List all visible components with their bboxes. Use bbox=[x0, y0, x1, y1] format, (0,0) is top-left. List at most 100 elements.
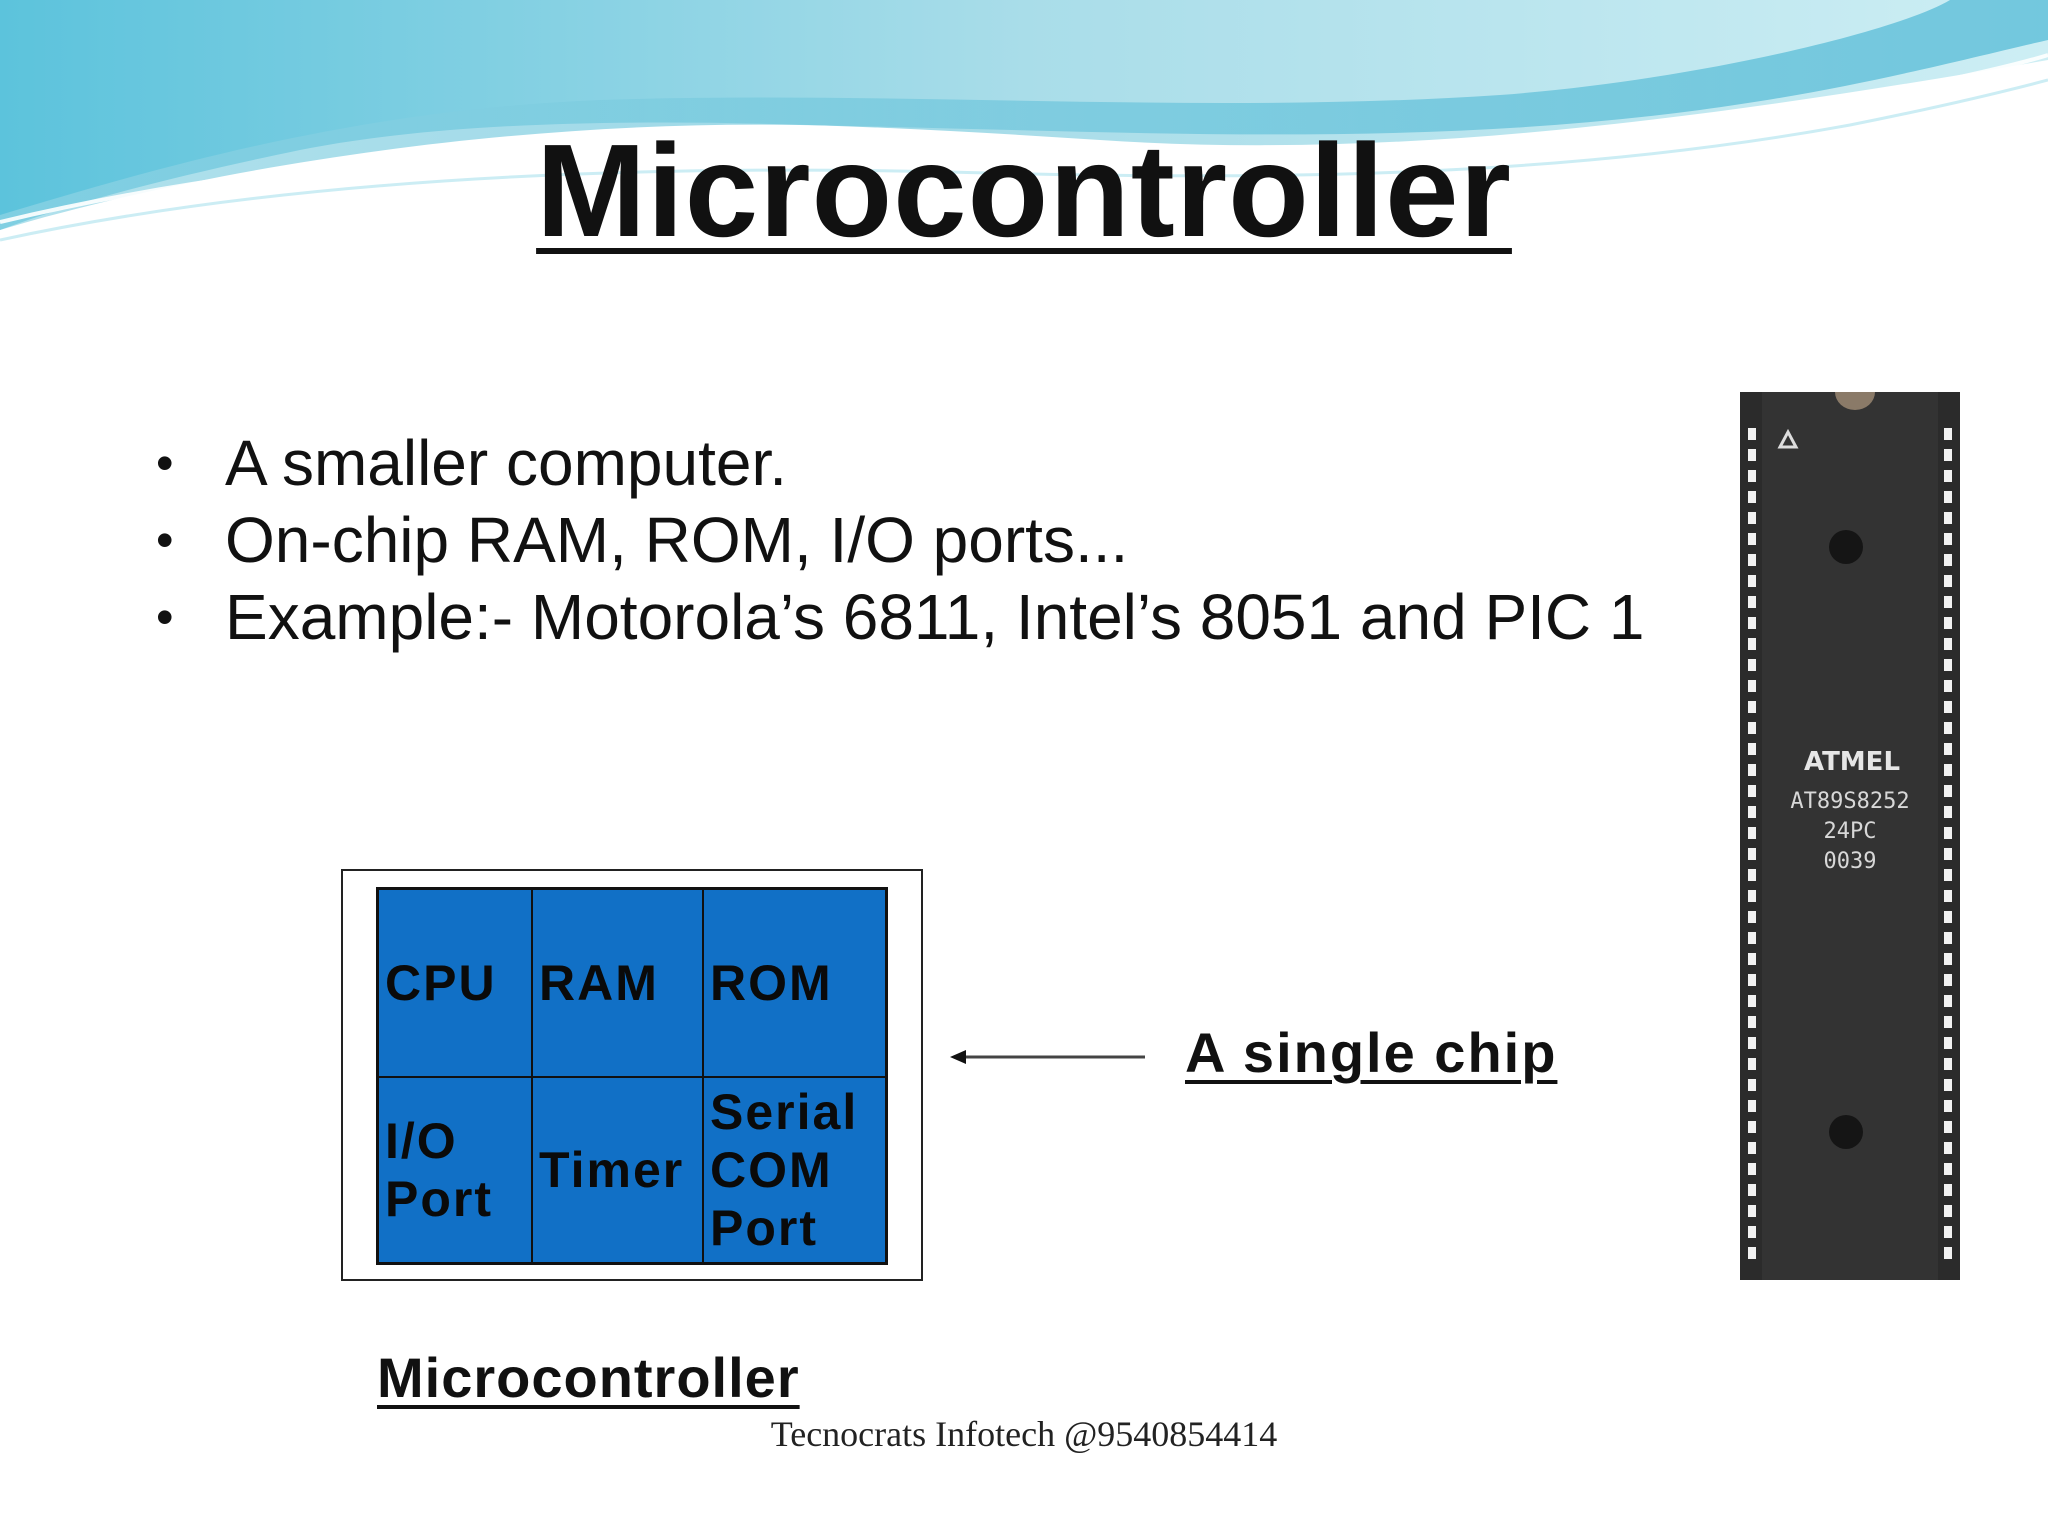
chip-pin bbox=[1748, 890, 1756, 902]
rom-block: ROM bbox=[704, 890, 885, 1078]
chip-pin bbox=[1944, 869, 1952, 881]
chip-pin bbox=[1944, 932, 1952, 944]
chip-pin bbox=[1748, 911, 1756, 923]
chip-pin bbox=[1748, 848, 1756, 860]
chip-pin bbox=[1944, 974, 1952, 986]
bullet-dot-icon: • bbox=[156, 589, 174, 645]
bullet-item: •Example:- Motorola’s 6811, Intel’s 8051… bbox=[150, 579, 1730, 656]
io-port-block: I/O Port bbox=[379, 1078, 533, 1262]
chip-pin bbox=[1748, 1100, 1756, 1112]
chip-pin bbox=[1944, 596, 1952, 608]
chip-pin bbox=[1944, 491, 1952, 503]
chip-pin bbox=[1944, 533, 1952, 545]
chip-pin bbox=[1748, 953, 1756, 965]
chip-pin bbox=[1944, 1205, 1952, 1217]
chip-pin bbox=[1944, 680, 1952, 692]
dip-chip-photo: ATMEL AT89S8252 24PC 0039 bbox=[1740, 392, 1960, 1280]
chip-pin bbox=[1748, 806, 1756, 818]
single-chip-label: A single chip bbox=[1185, 1021, 1558, 1084]
chip-pin bbox=[1944, 953, 1952, 965]
chip-pin bbox=[1944, 1121, 1952, 1133]
chip-pin bbox=[1944, 428, 1952, 440]
chip-pin bbox=[1748, 1037, 1756, 1049]
chip-pin bbox=[1944, 743, 1952, 755]
chip-pin bbox=[1944, 1247, 1952, 1259]
chip-pin bbox=[1748, 1226, 1756, 1238]
chip-pin bbox=[1748, 995, 1756, 1007]
chip-pin bbox=[1944, 659, 1952, 671]
chip-pin bbox=[1748, 1058, 1756, 1070]
left-arrow-icon bbox=[950, 1050, 1145, 1064]
chip-pin bbox=[1944, 806, 1952, 818]
chip-pin bbox=[1944, 722, 1952, 734]
chip-pin bbox=[1944, 617, 1952, 629]
chip-pin bbox=[1748, 491, 1756, 503]
chip-pin bbox=[1944, 1226, 1952, 1238]
cpu-block: CPU bbox=[379, 890, 533, 1078]
chip-pin bbox=[1944, 1163, 1952, 1175]
chip-pin bbox=[1944, 1016, 1952, 1028]
chip-pin bbox=[1944, 995, 1952, 1007]
ram-block: RAM bbox=[533, 890, 704, 1078]
footer-credit: Tecnocrats Infotech @9540854414 bbox=[770, 1414, 1278, 1454]
chip-pin bbox=[1944, 470, 1952, 482]
chip-pin bbox=[1748, 554, 1756, 566]
slide-title: Microcontroller bbox=[536, 117, 1512, 264]
chip-pin bbox=[1748, 1142, 1756, 1154]
chip-pin bbox=[1748, 575, 1756, 587]
chip-pin bbox=[1748, 743, 1756, 755]
chip-pin bbox=[1748, 617, 1756, 629]
chip-pin bbox=[1944, 554, 1952, 566]
chip-pin bbox=[1748, 827, 1756, 839]
chip-pin bbox=[1944, 1142, 1952, 1154]
chip-pin bbox=[1748, 1184, 1756, 1196]
chip-pin bbox=[1748, 428, 1756, 440]
chip-pin bbox=[1748, 1247, 1756, 1259]
chip-pin bbox=[1944, 827, 1952, 839]
chip-pin bbox=[1748, 659, 1756, 671]
chip-pin bbox=[1748, 533, 1756, 545]
chip-pin bbox=[1944, 1037, 1952, 1049]
chip-pin bbox=[1944, 1100, 1952, 1112]
chip-pin bbox=[1748, 1016, 1756, 1028]
bullet-item: •A smaller computer. bbox=[150, 425, 1730, 502]
chip-pin bbox=[1748, 638, 1756, 650]
chip-pin bbox=[1944, 575, 1952, 587]
chip-pin bbox=[1748, 596, 1756, 608]
chip-marking-speed: 24PC bbox=[1824, 819, 1877, 844]
timer-block: Timer bbox=[533, 1078, 704, 1262]
chip-pin bbox=[1748, 449, 1756, 461]
bullet-item: •On-chip RAM, ROM, I/O ports... bbox=[150, 502, 1730, 579]
chip-pin bbox=[1944, 1184, 1952, 1196]
chip-pin bbox=[1944, 785, 1952, 797]
chip-pin bbox=[1944, 638, 1952, 650]
chip-pin bbox=[1748, 932, 1756, 944]
chip-pin bbox=[1944, 890, 1952, 902]
chip-pin bbox=[1748, 722, 1756, 734]
chip-pin bbox=[1748, 1121, 1756, 1133]
chip-marking-date: 0039 bbox=[1824, 849, 1877, 874]
chip-pin bbox=[1748, 512, 1756, 524]
chip-marking-brand: ATMEL bbox=[1804, 747, 1900, 777]
chip-pin bbox=[1748, 764, 1756, 776]
chip-pin bbox=[1944, 449, 1952, 461]
bullet-dot-icon: • bbox=[156, 512, 174, 568]
chip-pin bbox=[1748, 869, 1756, 881]
block-grid: CPU RAM ROM I/O Port Timer Serial COM Po… bbox=[376, 887, 888, 1265]
chip-pin bbox=[1748, 1205, 1756, 1217]
serial-com-port-block: Serial COM Port bbox=[710, 1084, 859, 1256]
chip-pin bbox=[1944, 911, 1952, 923]
chip-pin bbox=[1748, 470, 1756, 482]
microcontroller-block-diagram: CPU RAM ROM I/O Port Timer Serial COM Po… bbox=[341, 869, 923, 1281]
bullet-list: •A smaller computer. •On-chip RAM, ROM, … bbox=[150, 425, 1730, 656]
chip-pin bbox=[1748, 1079, 1756, 1091]
chip-pin bbox=[1944, 512, 1952, 524]
chip-pin bbox=[1748, 680, 1756, 692]
header-wave-decoration bbox=[0, 0, 2048, 242]
diagram-caption: Microcontroller bbox=[377, 1346, 800, 1409]
chip-pin bbox=[1944, 1058, 1952, 1070]
chip-pin bbox=[1944, 848, 1952, 860]
chip-pin bbox=[1944, 701, 1952, 713]
chip-pin bbox=[1748, 1163, 1756, 1175]
chip-marking-part: AT89S8252 bbox=[1790, 789, 1909, 814]
